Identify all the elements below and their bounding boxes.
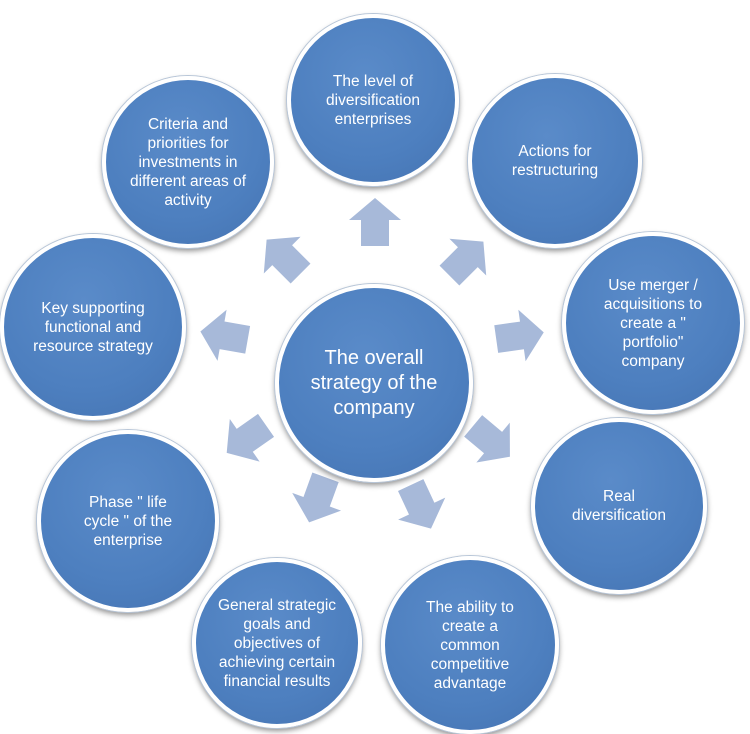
node-text: The ability to create a common competiti…	[426, 598, 514, 692]
arrow-up-left-icon	[248, 221, 319, 292]
node-supporting-strategy: Key supporting functional and resource s…	[0, 234, 186, 420]
node-strategic-goals: General strategic goals and objectives o…	[192, 558, 362, 728]
arrow-down-left-icon	[284, 468, 350, 532]
node-text: Criteria and priorities for investments …	[129, 115, 247, 209]
arrow-up-right-icon	[431, 223, 502, 294]
arrow-down-left-icon-2	[211, 404, 281, 475]
arrow-down-right-icon-2	[387, 474, 455, 540]
node-real-diversification: Real diversification	[531, 418, 707, 594]
node-text: The level of diversification enterprises	[326, 72, 420, 128]
node-text: Phase " life cycle " of the enterprise	[83, 493, 173, 549]
center-circle: The overall strategy of the company	[275, 284, 473, 482]
node-text: Real diversification	[572, 488, 666, 524]
center-text: The overall strategy of the company	[310, 346, 438, 419]
arrow-right-icon	[492, 306, 548, 365]
node-diversification-level: The level of diversification enterprises	[287, 14, 459, 186]
node-investment-criteria: Criteria and priorities for investments …	[102, 76, 274, 248]
node-restructuring: Actions for restructuring	[468, 74, 642, 248]
node-competitive-advantage: The ability to create a common competiti…	[381, 556, 559, 734]
node-text: General strategic goals and objectives o…	[217, 596, 337, 690]
arrow-up-icon	[349, 198, 401, 246]
node-text: Key supporting functional and resource s…	[33, 299, 153, 355]
node-life-cycle: Phase " life cycle " of the enterprise	[37, 430, 219, 612]
node-text: Use merger / acquisitions to create a " …	[603, 276, 703, 370]
node-merger-acquisitions: Use merger / acquisitions to create a " …	[562, 232, 744, 414]
arrow-left-icon	[195, 305, 253, 366]
node-text: Actions for restructuring	[511, 143, 599, 179]
